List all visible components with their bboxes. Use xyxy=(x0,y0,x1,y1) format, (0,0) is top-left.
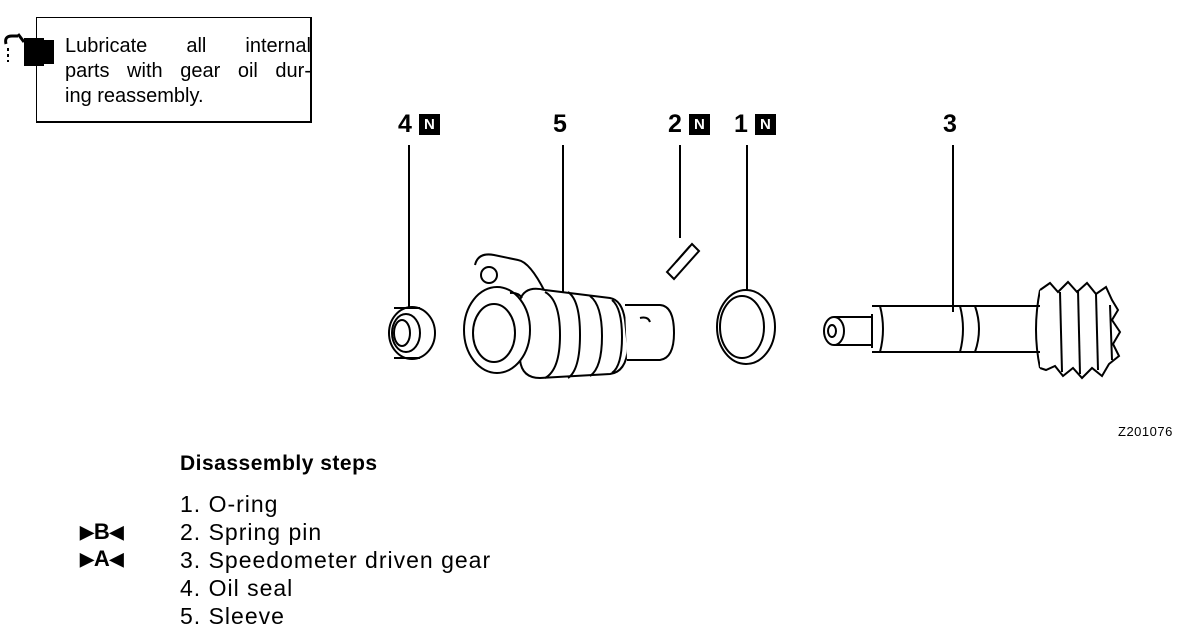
callout-3: 3 xyxy=(943,110,957,138)
callout-number: 4 xyxy=(398,110,412,138)
figure-code: Z201076 xyxy=(1118,424,1173,439)
oil-seal-part xyxy=(388,306,436,360)
callout-number: 1 xyxy=(734,110,748,138)
left-triangle-icon: ◀ xyxy=(109,522,124,542)
left-triangle-icon: ◀ xyxy=(109,549,124,569)
step-item: 2. Spring pin xyxy=(180,519,323,545)
steps-list: 1. O-ring 2. Spring pin 3. Speedometer d… xyxy=(180,490,491,630)
callout-4: 4 N xyxy=(398,110,440,138)
note-line: parts with gear oil dur- xyxy=(65,60,311,82)
step-item: 1. O-ring xyxy=(180,491,279,517)
step-item: 5. Sleeve xyxy=(180,603,285,629)
right-triangle-icon: ▶ xyxy=(80,549,94,569)
lubrication-note: Lubricate all internal parts with gear o… xyxy=(36,17,312,123)
lubrication-note-text: Lubricate all internal parts with gear o… xyxy=(65,34,311,109)
steps-title: Disassembly steps xyxy=(180,452,378,475)
callout-2: 2 N xyxy=(668,110,710,138)
oil-can-icon xyxy=(4,33,54,66)
step-item: 4. Oil seal xyxy=(180,575,294,601)
sleeve-part xyxy=(463,253,676,380)
step-item: 3. Speedometer driven gear xyxy=(180,547,492,573)
reference-letter: A xyxy=(93,546,110,571)
n-badge: N xyxy=(754,113,776,135)
callout-5: 5 xyxy=(553,110,567,138)
note-line: ing reassembly. xyxy=(65,85,204,107)
reference-mark-a: ▶ A ◀ xyxy=(80,548,124,570)
reference-letter: B xyxy=(93,519,110,544)
right-triangle-icon: ▶ xyxy=(80,522,94,542)
callout-number: 2 xyxy=(668,110,682,138)
reference-mark-b: ▶ B ◀ xyxy=(80,521,124,543)
callout-number: 5 xyxy=(553,110,567,138)
o-ring-part xyxy=(716,289,776,365)
spring-pin-part xyxy=(665,242,701,281)
speedometer-gear-part xyxy=(823,280,1122,380)
note-line: Lubricate all internal xyxy=(65,35,311,57)
callout-1: 1 N xyxy=(734,110,776,138)
n-badge: N xyxy=(688,113,710,135)
callout-number: 3 xyxy=(943,110,957,138)
n-badge: N xyxy=(418,113,440,135)
